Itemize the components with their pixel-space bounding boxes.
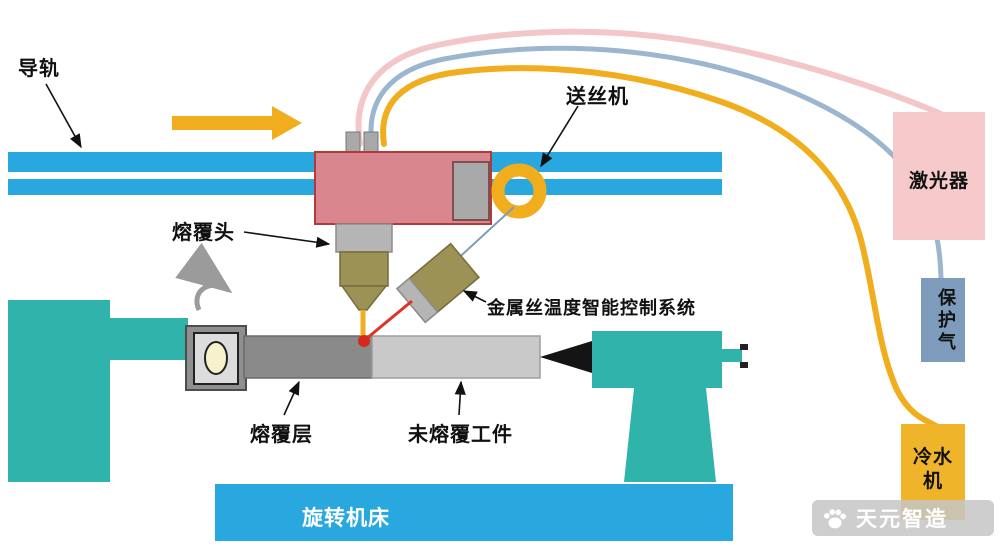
gas-box-label: 保护气	[935, 288, 956, 354]
tailstock-handle	[722, 349, 742, 362]
watermark-text: 天元智造	[856, 507, 948, 531]
watermark-bar: 天元智造	[812, 500, 994, 536]
travel-direction-arrow-icon	[172, 106, 302, 140]
rotation-arrow-icon	[175, 242, 233, 312]
headstock-arm	[108, 318, 188, 360]
pointer-temp-control	[462, 290, 487, 303]
chuck-center	[204, 341, 228, 375]
tailstock-handle-mark-top	[740, 344, 748, 350]
chiller-box-label: 冷水机	[912, 446, 953, 492]
pointer-wire-feeder	[540, 105, 579, 168]
temp-control-box	[395, 242, 481, 324]
gas-box	[921, 278, 965, 362]
nozzle-cone	[340, 285, 388, 311]
paw-icon	[824, 509, 846, 529]
unclad-workpiece-cylinder	[371, 335, 541, 379]
tailstock-center-cone	[540, 341, 592, 373]
cladding-layer-label: 熔覆层	[250, 422, 313, 446]
laser-box-label: 激光器	[909, 170, 970, 192]
tailstock-handle-mark-bottom	[740, 362, 748, 368]
laser-fiber-tube	[355, 28, 944, 147]
machine-base	[215, 484, 733, 541]
wire-feeder-ring	[491, 163, 547, 219]
hot-wire-line	[365, 299, 413, 341]
water-tube	[380, 65, 939, 429]
temp-control-label: 金属丝温度智能控制系统	[487, 298, 696, 319]
unclad-workpiece-label: 未熔覆工件	[408, 422, 513, 446]
pointer-cladding-head	[243, 231, 331, 248]
tailstock-body	[592, 331, 722, 388]
cladding-layer-cylinder	[243, 335, 373, 379]
headstock-body	[8, 300, 110, 482]
cladding-head-label: 熔覆头	[172, 220, 235, 244]
guide-rail-label: 导轨	[18, 56, 60, 80]
wire-feeder-label: 送丝机	[566, 84, 629, 108]
tailstock-support	[624, 388, 716, 482]
laser-box	[893, 112, 985, 240]
cladding-head-upper-block	[335, 223, 393, 253]
pointer-unclad-workpiece	[454, 380, 466, 416]
melt-pool-dot	[358, 335, 370, 347]
pointer-guide-rail	[45, 83, 82, 149]
carriage-gray-insert	[452, 161, 490, 221]
feed-wire-line	[451, 206, 515, 265]
pointer-cladding-layer	[283, 380, 300, 416]
cladding-head-lower-block	[339, 251, 389, 287]
rotary-lathe-label: 旋转机床	[302, 506, 390, 530]
